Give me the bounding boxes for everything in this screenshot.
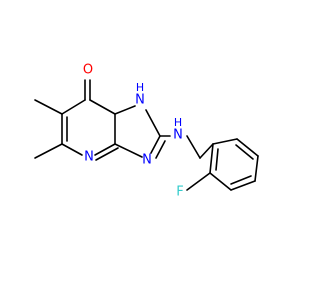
bonds [34, 79, 259, 191]
bond-c7-c6 [61, 99, 86, 115]
bond-n1-c2 [145, 109, 161, 137]
fluorine-atom: F [176, 185, 183, 200]
ring-nitrogen-nh: N [135, 93, 145, 108]
ring-nitrogen-n3: N [142, 153, 152, 168]
bond-c6-methyl [34, 99, 63, 115]
bond-n7a-c7 [89, 99, 116, 115]
bond-ch2-ring [199, 143, 214, 159]
bond-ring-f [186, 172, 211, 191]
amine-nitrogen: N [173, 128, 183, 143]
bond-nh-ch2 [186, 135, 201, 159]
bond-ring-3 [254, 155, 259, 182]
bond-ring-4-double [230, 175, 252, 185]
bond-c3a-n3 [114, 143, 143, 158]
atom-labels: O N H N N N H F [83, 63, 184, 200]
bond-c5-methyl [34, 143, 63, 159]
amine-hydrogen: H [174, 116, 182, 129]
ring-nitrogen-n4: N [84, 150, 94, 165]
bond-n4-c3a [94, 143, 116, 156]
bond-n7a-n1 [114, 105, 136, 115]
bond-ring-6-double [215, 148, 219, 171]
bond-ring-2-double [235, 144, 254, 160]
oxygen-atom: O [83, 63, 93, 78]
molecule-structure: O N H N N N H F [34, 63, 259, 200]
bond-c2-n3-double [155, 140, 166, 159]
bond-ring-1 [212, 138, 238, 145]
bond-ring-4 [230, 180, 256, 191]
ring-nitrogen-h: H [136, 81, 144, 94]
bond-n4-c3a-double [95, 147, 119, 161]
bond-ring-2 [236, 138, 259, 157]
bond-ring-5 [209, 172, 232, 191]
bond-c2-n3 [150, 135, 161, 154]
bond-c5-n4 [61, 143, 83, 156]
bond-ring-6 [209, 143, 214, 174]
